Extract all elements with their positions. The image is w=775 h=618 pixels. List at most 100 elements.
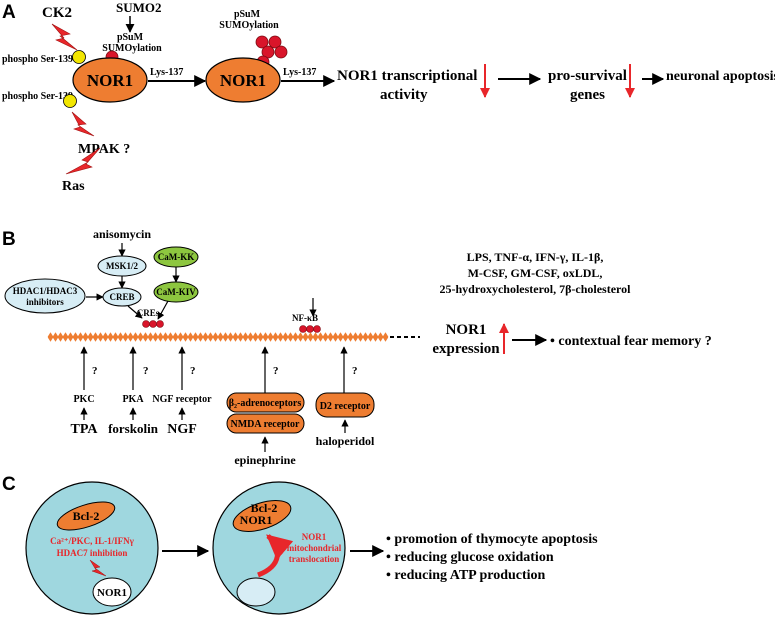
apoptosis-label: neuronal apoptosis [666,69,775,84]
ngf-label: NGF [167,422,197,437]
nfkb-site-3 [313,325,321,333]
sumo-chain-marker-3 [261,45,275,59]
nor1-label-c2: NOR1 [240,513,273,527]
nor1-label-b: NOR1 [220,71,266,90]
cell1-lightning-icon [89,559,107,577]
ca-pkc-label: Ca²⁺/PKC, IL-1/IFNγ [50,536,134,546]
nfkb-label: NF-κB [292,313,318,323]
hdac-inhibitors-node [4,278,86,314]
psum-label-2: pSuM [234,9,261,20]
stimuli-line-1: LPS, TNF-α, IFN-γ, IL-1β, [467,250,604,264]
mpak-label: MPAK ? [78,142,130,157]
lys-label-1: Lys-137 [150,67,183,78]
ck2-label: CK2 [42,5,72,21]
nor1-expression-label-1: NOR1 [446,322,487,338]
epinephrine-label: epinephrine [234,453,296,467]
nfkb-site-1 [299,325,307,333]
outcome-3: • reducing ATP production [386,568,546,583]
nor1-node-b [205,57,281,103]
cre-site-1 [142,320,150,328]
camkk-label: CaM-KK [158,252,195,262]
lys-label-2: Lys-137 [283,67,316,78]
nor1-node-a [72,57,148,103]
hdac-label-2: inhibitors [26,297,64,307]
creb-label: CREB [109,292,134,302]
ras-lightning-icon [65,147,101,175]
panel-label-b: B [2,229,16,250]
camkiv-node [153,281,199,303]
cre-site-2 [149,320,157,328]
forskolin-label: forskolin [108,421,159,436]
nucleus-1 [92,577,132,607]
nor1-label-c1: NOR1 [97,587,127,599]
mpak-lightning-icon [71,111,95,137]
fear-memory-label: • contextual fear memory ? [550,334,712,349]
nfkb-site-2 [306,325,314,333]
activity-label: activity [380,87,428,103]
tpa-label: TPA [71,422,99,437]
arrow-camkiv-cres [157,300,169,320]
transcriptional-label: NOR1 transcriptional [337,68,477,84]
d2-receptor-label: D2 receptor [320,401,371,412]
dna-strand-path [47,332,389,342]
question-ngfr: ? [190,365,196,377]
msk-label: MSK1/2 [106,261,139,271]
question-pka: ? [143,365,149,377]
nmda-receptor-label: NMDA receptor [231,419,301,430]
beta2-adrenoceptor-node [226,392,305,413]
mito-label-2: mitochondrial [287,543,342,553]
genes-label: genes [570,87,605,103]
cre-site-3 [156,320,164,328]
cres-label: CREs [137,308,160,318]
mitochondrion-2 [232,500,292,532]
sumo2-label: SUMO2 [116,0,162,15]
pkc-label: PKC [73,394,94,405]
pka-label: PKA [122,394,144,405]
sumoylation-label-2: SUMOylation [219,20,279,31]
stimuli-line-2: M-CSF, GM-CSF, oxLDL, [468,266,603,280]
phospho-marker-1 [72,50,86,64]
bcl2-label-b: Bcl-2 [251,501,278,515]
ngf-receptor-label: NGF receptor [152,394,212,405]
panel-label-a: A [2,2,16,23]
phospho-label-2: phospho Ser-139 [2,91,73,102]
anisomycin-label: anisomycin [93,227,151,241]
ras-label: Ras [62,179,85,194]
sumoylation-label-1: SUMOylation [102,43,162,54]
sumo-chain-marker-4 [274,45,288,59]
mito-label-3: translocation [289,554,340,564]
hdac-label-1: HDAC1/HDAC3 [13,286,78,296]
mitochondrion-1 [56,501,116,531]
outcome-1: • promotion of thymocyte apoptosis [386,532,598,547]
sumo-chain-marker-1 [255,35,269,49]
nmda-receptor-node [226,413,305,434]
bcl2-label-a: Bcl-2 [73,509,100,523]
panel-label-c: C [2,474,16,495]
dna-strand [47,332,389,342]
phospho-marker-2 [63,94,77,108]
hdac7-label: HDAC7 inhibition [57,548,128,558]
creb-node [102,287,142,307]
nor1-expression-label-2: expression [432,341,500,357]
haloperidol-label: haloperidol [316,434,375,448]
phospho-label-1: phospho Ser-139 [2,54,73,65]
arrow-creb-cres [127,305,143,319]
camkiv-label: CaM-KIV [156,287,196,297]
mito-label-1: NOR1 [302,532,327,542]
nor1-label-a: NOR1 [87,71,133,90]
nucleus-2 [236,577,276,607]
question-adreno: ? [273,365,279,377]
prosurvival-label: pro-survival [548,68,627,84]
d2-receptor-node [315,392,375,418]
stimuli-line-3: 25-hydroxycholesterol, 7β-cholesterol [440,282,632,296]
outcome-2: • reducing glucose oxidation [386,550,554,565]
question-d2: ? [352,365,358,377]
ck2-lightning-icon [51,23,78,51]
sumo-chain-marker-2 [268,35,282,49]
cell-1 [25,481,159,615]
question-pkc: ? [92,365,98,377]
psum-label-1: pSuM [117,32,144,43]
translocation-arrow [256,534,294,578]
beta2-adrenoceptor-label: β₂-adrenoceptors [229,398,302,409]
